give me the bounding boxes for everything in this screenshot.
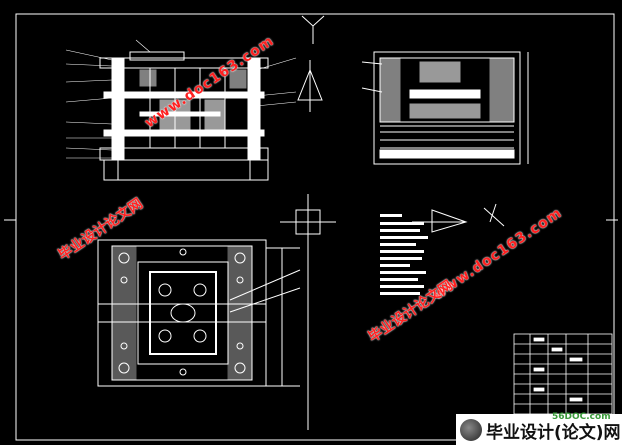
side-section-view [361, 51, 529, 165]
title-block [513, 333, 613, 415]
plan-view [97, 239, 301, 387]
first-angle-projection-icon [297, 60, 323, 112]
brand-site: 56DOC.com [552, 412, 611, 422]
center-marks [4, 15, 618, 430]
tech-requirements [380, 214, 428, 295]
circle-logo-icon [460, 419, 482, 441]
leader-lines-front [65, 39, 297, 159]
brand-name: 毕业设计(论文)网 [486, 423, 621, 443]
front-section-view [99, 51, 269, 181]
brand-banner: 56DOC.com 毕业设计(论文)网 [456, 412, 622, 445]
roughness-symbol [412, 203, 505, 233]
drawing-border [15, 13, 615, 441]
